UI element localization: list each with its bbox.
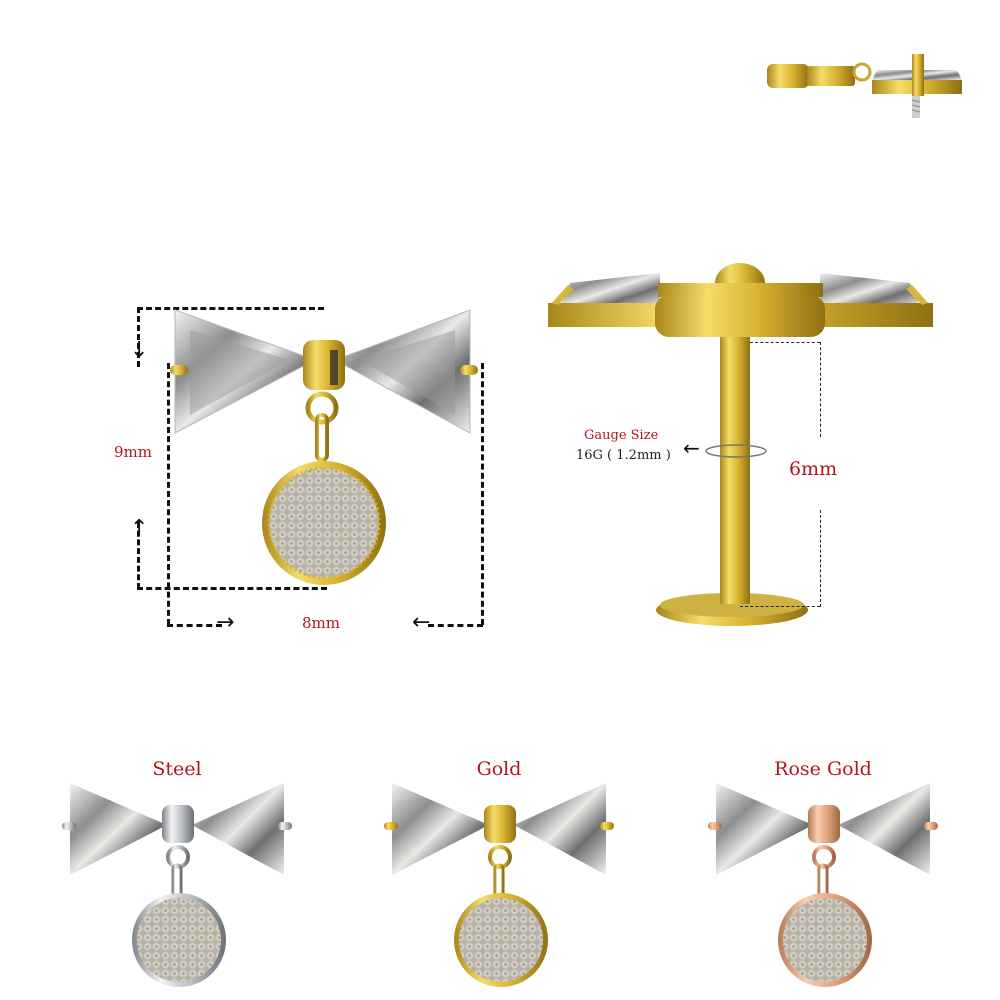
thumbnail-side-view[interactable]: [762, 50, 962, 125]
arrow-up-icon: ↑: [130, 516, 149, 541]
height-dimension-top-line: [137, 307, 324, 310]
width-dimension-bottom-right: [428, 624, 483, 627]
length-label: 6mm: [789, 458, 838, 480]
height-dimension-left-line-bottom: [137, 522, 140, 589]
width-dimension-right-line: [481, 363, 484, 625]
length-dimension-bottom: [740, 606, 820, 607]
width-label: 8mm: [302, 614, 340, 632]
side-view-diagram: ←: [540, 255, 960, 645]
width-dimension-bottom-left: [167, 624, 222, 627]
arrow-left-gauge-icon: ←: [683, 436, 700, 460]
variant-rose-gold[interactable]: Rose Gold: [708, 755, 938, 990]
variant-label-rose-gold: Rose Gold: [774, 758, 872, 780]
arrow-down-icon: ↓: [130, 338, 149, 363]
gauge-size-value: 16G ( 1.2mm ): [576, 448, 671, 463]
height-label: 9mm: [114, 443, 152, 461]
length-dimension-top: [750, 342, 820, 343]
variant-label-steel: Steel: [152, 758, 202, 780]
bow-charm-steel: [62, 783, 292, 987]
gauge-size-title: Gauge Size: [584, 428, 659, 443]
arrow-left-icon: ←: [412, 610, 431, 635]
length-dimension-line-bottom: [820, 510, 821, 607]
labret-post-side: [548, 263, 933, 626]
variant-gold[interactable]: Gold: [384, 755, 614, 990]
height-dimension-bottom-line: [137, 587, 327, 590]
variant-steel[interactable]: Steel: [62, 755, 292, 990]
bow-charm-gold: [384, 783, 614, 987]
variant-label-gold: Gold: [476, 758, 522, 780]
arrow-right-icon: →: [216, 610, 235, 635]
bow-charm-gold-large: [170, 309, 478, 585]
front-view-diagram: ↓ ↑ → ← 9mm 8mm: [0, 0, 520, 660]
width-dimension-left-line: [167, 363, 170, 625]
bow-charm-rose-gold: [708, 783, 938, 987]
height-dimension-left-line-top: [137, 307, 140, 367]
length-dimension-line-top: [820, 342, 821, 437]
